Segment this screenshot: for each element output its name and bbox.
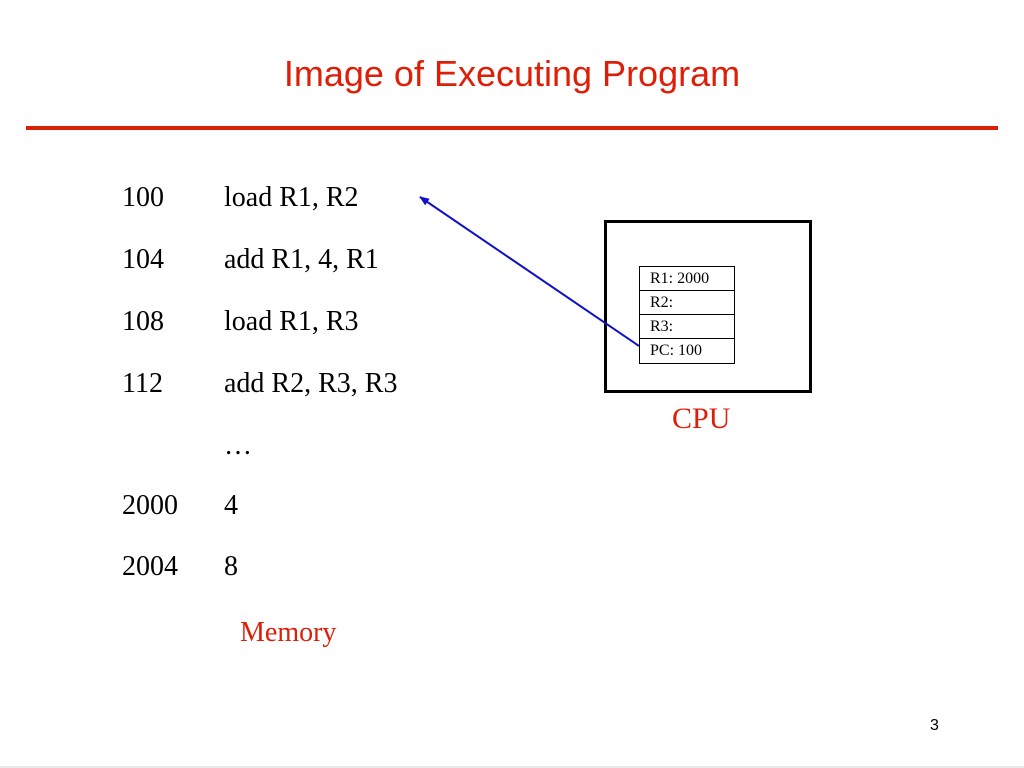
register-r3: R3: [640, 315, 734, 339]
memory-address-2004: 2004 [122, 551, 178, 582]
register-r2: R2: [640, 291, 734, 315]
memory-value-108: load R1, R3 [224, 306, 359, 337]
title-divider [26, 126, 998, 130]
cpu-label: CPU [672, 402, 731, 435]
register-r1: R1: 2000 [640, 267, 734, 291]
bottom-divider [0, 766, 1024, 768]
page-number: 3 [930, 717, 939, 734]
memory-address-104: 104 [122, 244, 164, 275]
register-pc: PC: 100 [650, 342, 703, 359]
memory-address-108: 108 [122, 306, 164, 337]
memory-value-2004: 8 [224, 551, 238, 582]
memory-address-100: 100 [122, 182, 164, 213]
memory-ellipsis: … [224, 430, 252, 461]
memory-address-2000: 2000 [122, 490, 178, 521]
memory-value-2000: 4 [224, 490, 238, 521]
memory-value-104: add R1, 4, R1 [224, 244, 379, 275]
memory-label: Memory [240, 617, 337, 648]
memory-value-112: add R2, R3, R3 [224, 368, 398, 399]
slide-title: Image of Executing Program [283, 53, 741, 94]
memory-value-100: load R1, R2 [224, 182, 359, 213]
register-table: R1: 2000 R2: R3: PC: 100 [639, 266, 735, 364]
memory-address-112: 112 [122, 368, 163, 399]
